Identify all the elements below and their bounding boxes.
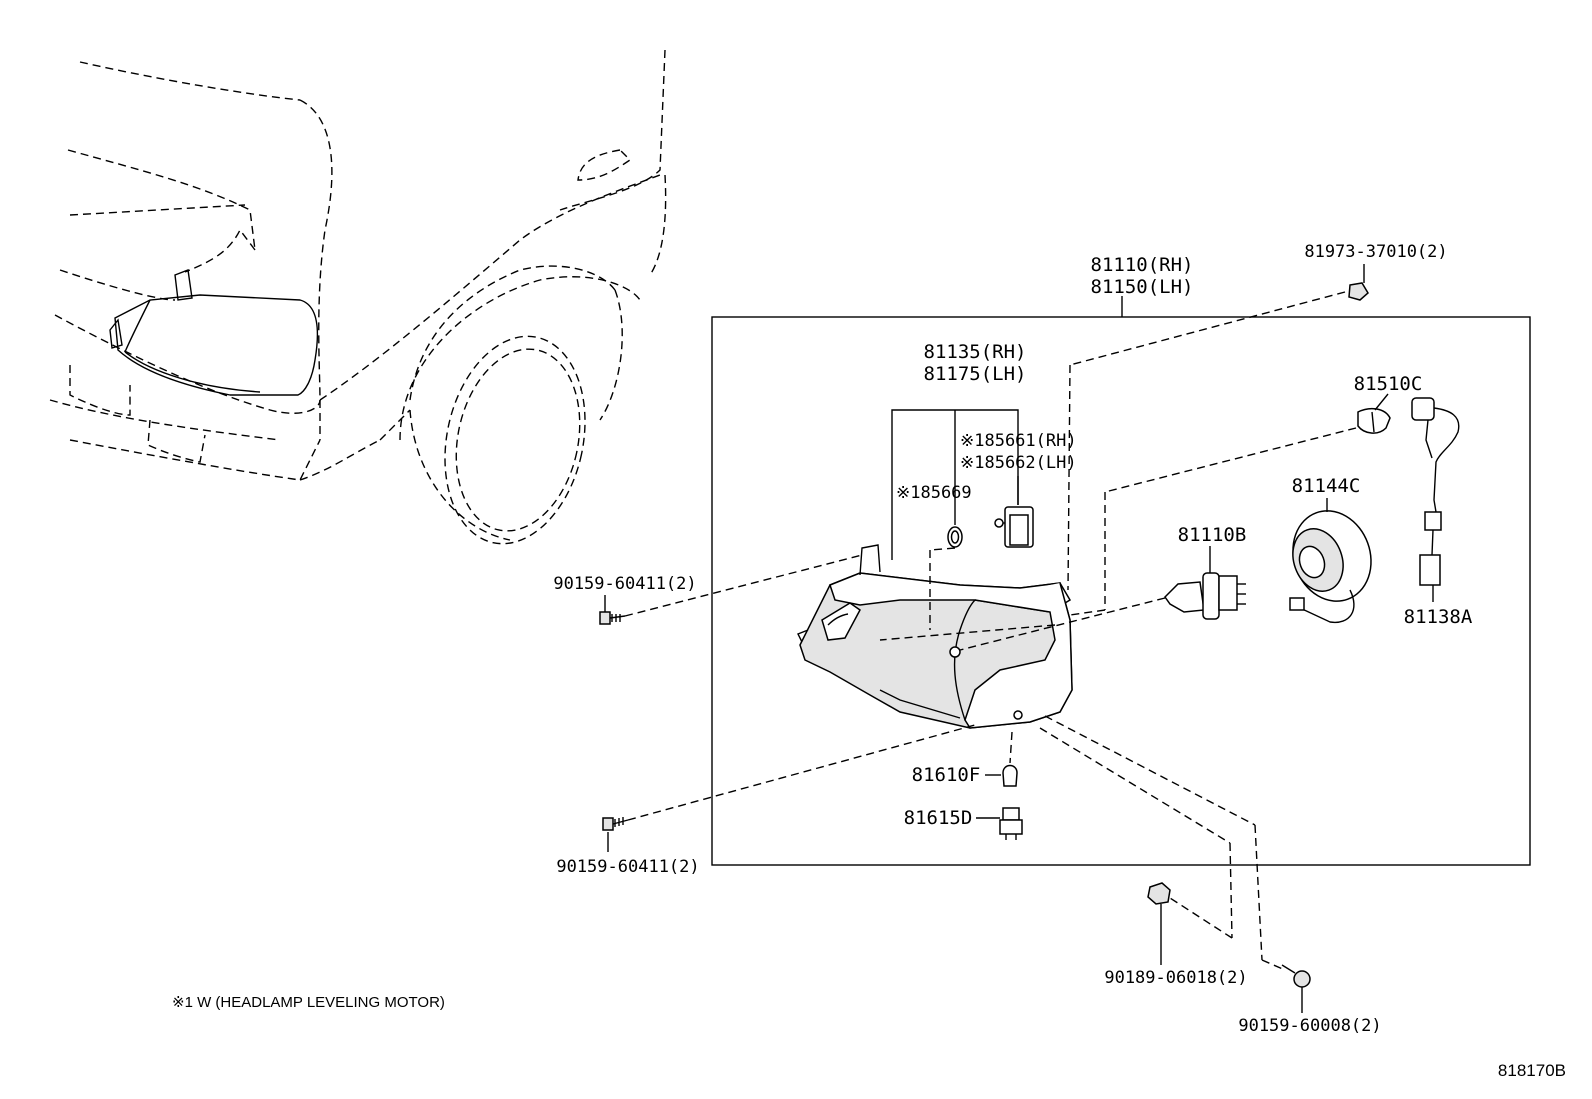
nut-icon (1147, 882, 1171, 905)
diagram-code: 818170B (1498, 1061, 1566, 1080)
assembly-lines (624, 291, 1357, 971)
cover-icon (1289, 510, 1372, 624)
part-icons (599, 282, 1460, 988)
label-small-bulb: 81510C (1354, 373, 1423, 395)
side-socket-icon (999, 807, 1023, 840)
label-assembly-rh: 81110(RH) (1091, 254, 1194, 276)
small-bulb-icon (1357, 407, 1391, 434)
label-clip-top: 81973-37010(2) (1304, 242, 1447, 262)
leveling-motor-icon (994, 506, 1034, 548)
label-side-bulb: 81610F (912, 764, 981, 786)
label-screw-left-upper: 90159-60411(2) (553, 574, 696, 594)
label-motor-rh: ※185661(RH) (960, 431, 1077, 451)
label-socket: 81138A (1404, 606, 1473, 628)
label-screw-left-lower: 90159-60411(2) (556, 857, 699, 877)
side-bulb-icon (1002, 764, 1018, 787)
label-cover: 81144C (1292, 475, 1361, 497)
label-assembly-lh: 81150(LH) (1091, 276, 1194, 298)
label-side-socket: 81615D (904, 807, 973, 829)
label-main-bulb: 81110B (1178, 524, 1247, 546)
label-unit-lh: 81175(LH) (924, 363, 1027, 385)
screw-icon-lower (602, 817, 629, 831)
vehicle-front-sketch (49, 49, 667, 545)
label-screw-bottom: 90159-60008(2) (1238, 1016, 1381, 1036)
headlamp-housing (797, 544, 1073, 729)
label-motor-lh: ※185662(LH) (960, 453, 1077, 473)
screw-icon-bottom (1281, 964, 1311, 988)
label-o-ring: ※185669 (896, 483, 972, 503)
leader-lines (604, 264, 1434, 1013)
socket-harness-icon (1411, 397, 1460, 586)
assembly-frame (711, 316, 1531, 866)
label-unit-rh: 81135(RH) (924, 341, 1027, 363)
clip-icon (1348, 282, 1369, 301)
label-nut-bottom: 90189-06018(2) (1104, 968, 1247, 988)
main-bulb-icon (1164, 572, 1246, 620)
screw-icon-upper (599, 611, 626, 625)
footnote: ※1 W (HEADLAMP LEVELING MOTOR) (172, 994, 445, 1011)
part-labels: 81110(RH) 81150(LH) 81973-37010(2) 81135… (172, 242, 1566, 1080)
